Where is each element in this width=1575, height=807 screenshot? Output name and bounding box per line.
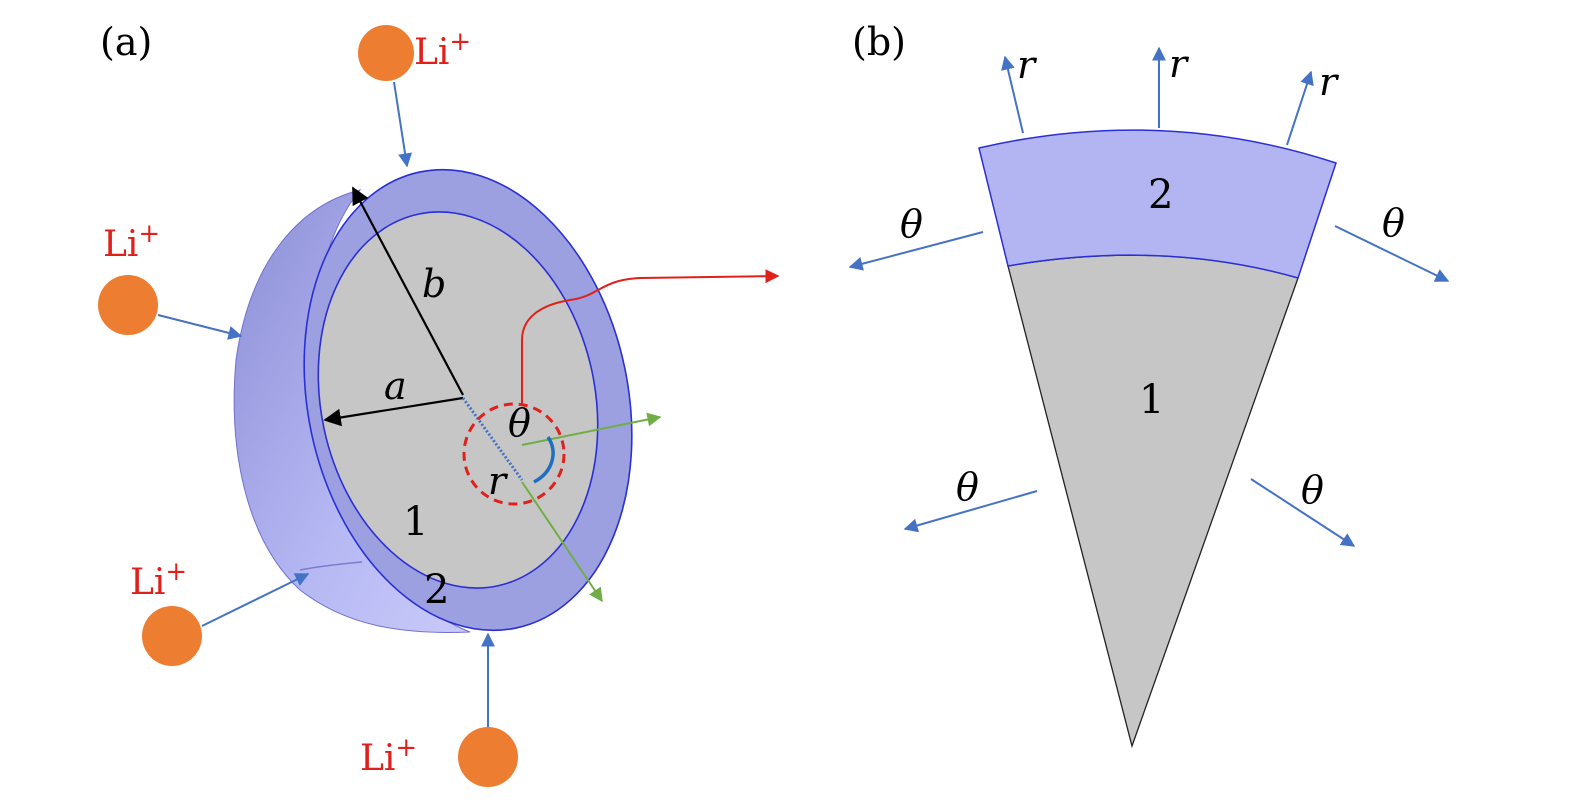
var-theta-label-b-ul: θ <box>900 202 923 246</box>
li-ion-label: Li+ <box>103 219 160 265</box>
var-a-label: a <box>384 364 407 408</box>
panel-b: (b) 2 1 r r r θ θ θ θ <box>848 20 1450 749</box>
li-ion-label: Li+ <box>414 27 471 73</box>
var-theta-label-a: θ <box>508 401 531 445</box>
angle-arc <box>533 436 555 484</box>
li-ion-label: Li+ <box>130 557 187 603</box>
var-r-label-b-right: r <box>1319 60 1340 104</box>
li-ion <box>98 275 158 335</box>
green-r-axis <box>521 481 603 603</box>
core-face <box>317 211 599 589</box>
li-ion <box>458 727 518 787</box>
region-1-label-a: 1 <box>403 499 428 545</box>
li-ion <box>358 25 414 81</box>
panel-a-label: (a) <box>100 20 152 64</box>
theta-arrow-upper-right <box>1334 225 1450 282</box>
ion-bottom-left: Li+ <box>130 557 310 666</box>
r-arrow-right <box>1286 70 1314 146</box>
ion-arrow <box>201 573 310 627</box>
theta-arrow-lower-right <box>1250 478 1356 547</box>
panel-a: (a) b a θ r 1 2 L <box>98 20 780 787</box>
wedge-core <box>1007 254 1299 749</box>
region-2-label-b: 2 <box>1148 172 1173 218</box>
green-theta-axis <box>521 412 662 446</box>
theta-arrow-lower-left <box>903 490 1038 533</box>
zoom-connector-line <box>521 269 780 405</box>
wedge-shell <box>978 129 1337 279</box>
ion-top: Li+ <box>358 25 471 168</box>
r-arrow-left <box>1001 55 1024 134</box>
radius-b-arrow <box>352 186 464 396</box>
var-r-label-b-left: r <box>1017 43 1038 87</box>
radial-dotted-line <box>461 397 524 481</box>
var-theta-label-b-ur: θ <box>1382 201 1405 245</box>
region-1-label-b: 1 <box>1139 377 1164 423</box>
ion-arrow <box>157 314 243 340</box>
li-ion-label: Li+ <box>360 733 417 779</box>
panel-b-label: (b) <box>852 20 906 64</box>
radius-a-arrow <box>323 396 464 427</box>
var-b-label: b <box>422 262 446 306</box>
var-theta-label-b-ll: θ <box>956 465 979 509</box>
ion-left: Li+ <box>98 219 243 340</box>
ion-bottom: Li+ <box>360 632 518 787</box>
var-r-label-a: r <box>488 459 509 503</box>
region-2-label-a: 2 <box>424 567 449 613</box>
zoom-circle <box>462 402 566 506</box>
ion-arrow <box>393 81 412 168</box>
var-theta-label-b-lr: θ <box>1301 468 1324 512</box>
var-r-label-b-middle: r <box>1169 42 1190 86</box>
theta-arrow-upper-left <box>848 231 984 271</box>
li-ion <box>142 606 202 666</box>
